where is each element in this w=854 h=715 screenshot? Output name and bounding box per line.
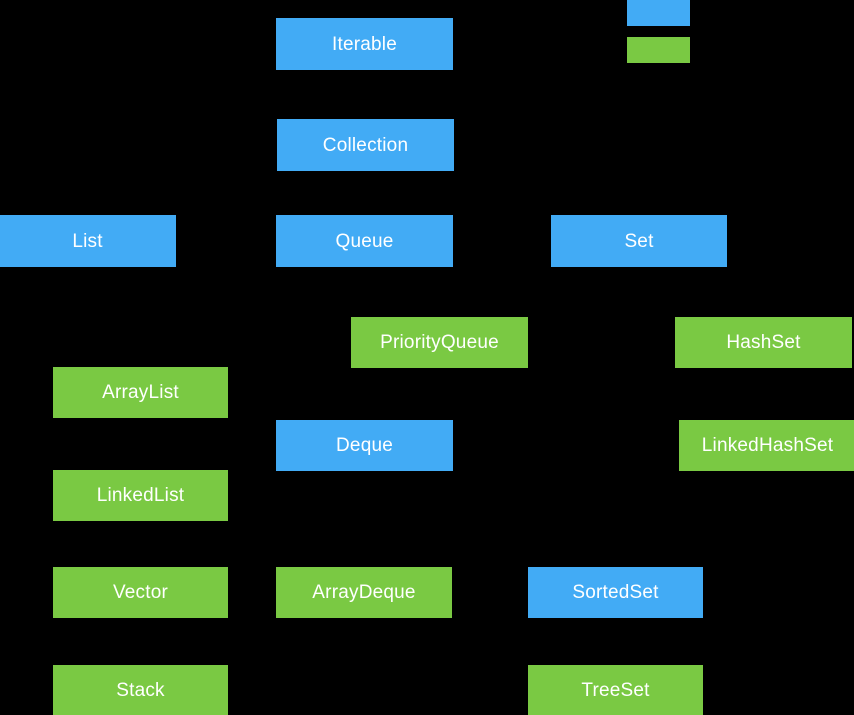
node-label: Collection <box>322 134 409 156</box>
node-iterable[interactable]: Iterable <box>276 18 453 70</box>
node-sortedset[interactable]: SortedSet <box>528 567 703 618</box>
node-label: Queue <box>335 230 394 252</box>
node-set[interactable]: Set <box>551 215 727 267</box>
edge-deque-to-linkedlist <box>227 444 276 495</box>
node-label: HashSet <box>726 332 801 353</box>
node-label: Stack <box>116 680 165 701</box>
node-label: Vector <box>112 582 169 603</box>
node-collection[interactable]: Collection <box>277 119 454 171</box>
legend-swatch-class <box>627 37 690 63</box>
node-list[interactable]: List <box>0 215 176 267</box>
node-queue[interactable]: Queue <box>276 215 453 267</box>
node-hashset[interactable]: HashSet <box>675 317 852 368</box>
node-label: TreeSet <box>581 680 650 701</box>
edge-list-to-vector <box>53 267 89 593</box>
edge-collection-to-list <box>87 171 366 215</box>
node-label: Iterable <box>332 33 397 55</box>
edge-set-to-hashset <box>638 267 675 343</box>
node-label: ArrayDeque <box>312 582 416 603</box>
node-treeset[interactable]: TreeSet <box>528 665 703 715</box>
node-label: List <box>72 230 103 252</box>
node-arraylist[interactable]: ArrayList <box>53 367 228 418</box>
edge-collection-to-set <box>364 171 640 215</box>
node-linkedhashset[interactable]: LinkedHashSet <box>679 420 854 471</box>
node-label: LinkedHashSet <box>701 435 834 456</box>
node-label: ArrayList <box>102 382 179 403</box>
node-label: Deque <box>336 435 393 456</box>
node-deque[interactable]: Deque <box>276 420 453 471</box>
node-priorityqueue[interactable]: PriorityQueue <box>351 317 528 368</box>
node-arraydeque[interactable]: ArrayDeque <box>276 567 452 618</box>
node-label: LinkedList <box>96 485 185 506</box>
node-linkedlist[interactable]: LinkedList <box>53 470 228 521</box>
node-label: SortedSet <box>572 582 659 603</box>
node-vector[interactable]: Vector <box>53 567 228 618</box>
node-stack[interactable]: Stack <box>53 665 228 715</box>
legend-swatch-interface <box>627 0 690 26</box>
node-label: Set <box>624 230 654 252</box>
node-label: PriorityQueue <box>380 332 499 353</box>
